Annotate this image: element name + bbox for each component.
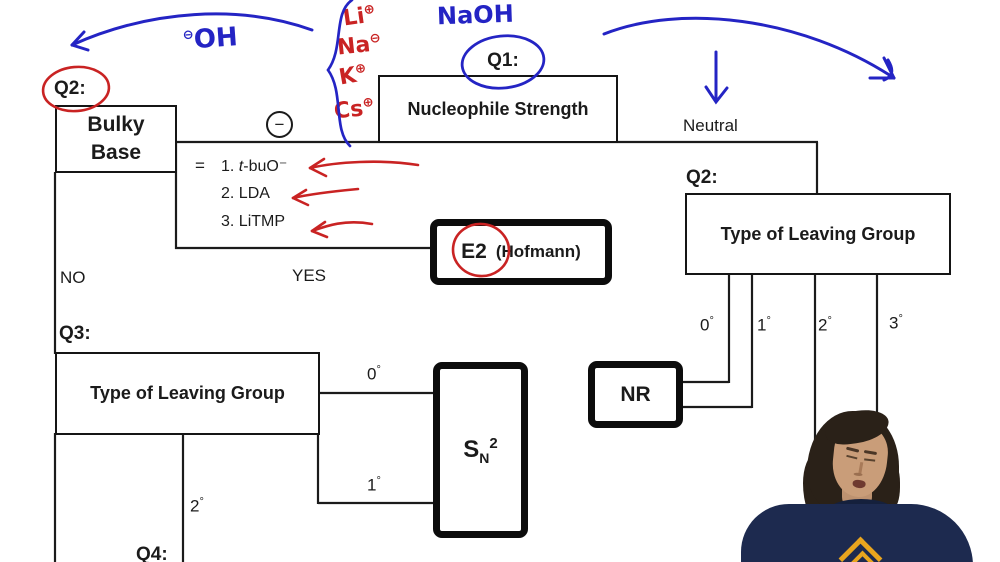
- degree-right-0: 0°: [700, 315, 714, 335]
- nucleophile-strength-text: Nucleophile Strength: [407, 98, 589, 119]
- degree-left-0: 0°: [367, 364, 381, 384]
- presenter-nose-shadow: [853, 472, 863, 477]
- webcam-presenter: [735, 403, 1000, 562]
- base-list-item-2: 2. LDA: [221, 185, 270, 202]
- presenter-eye-right: [864, 458, 876, 462]
- red-arrow-2: [291, 187, 360, 200]
- leaving-group-right-text: Type of Leaving Group: [720, 223, 916, 244]
- no-branch-label: NO: [60, 268, 86, 287]
- leaving-group-box-right: Type of Leaving Group: [685, 193, 951, 275]
- base-list-item-1: 1. t-buO⁻: [221, 158, 288, 175]
- degree-left-1: 1°: [367, 475, 381, 495]
- negative-charge-badge: −: [266, 111, 293, 138]
- nucleophile-strength-box: Nucleophile Strength: [378, 75, 618, 143]
- presenter-brow-left: [845, 446, 860, 453]
- bulky-base-line1: Bulky: [87, 112, 145, 136]
- neutral-branch-label: Neutral: [683, 116, 738, 135]
- presenter-brow-right: [863, 449, 878, 456]
- base-list-item-3: 3. LiTMP: [221, 213, 286, 230]
- equals-sign: =: [195, 156, 205, 175]
- e2-hofmann-box: E2 (Hofmann): [430, 219, 612, 285]
- degree-right-1: 1°: [757, 315, 771, 335]
- degree-left-2: 2°: [190, 496, 204, 516]
- q2-left-label: Q2:: [54, 78, 86, 99]
- q1-label: Q1:: [487, 50, 519, 71]
- sn2-box: SN2: [433, 362, 528, 538]
- leaving-group-box-left: Type of Leaving Group: [55, 352, 320, 435]
- leaving-group-left-text: Type of Leaving Group: [90, 383, 285, 403]
- hydroxide-annotation: ⊖OH: [182, 22, 239, 56]
- degree-right-3: 3°: [889, 313, 903, 333]
- yes-branch-label: YES: [292, 266, 327, 285]
- e2-text: E2: [461, 240, 487, 263]
- cation-na: Na⊖: [335, 30, 382, 61]
- sn2-text: SN2: [463, 434, 498, 466]
- bulky-base-box: Bulky Base: [55, 105, 177, 173]
- right-curved-arrow: [602, 16, 896, 80]
- q2-right-label: Q2:: [686, 167, 718, 188]
- hofmann-text: (Hofmann): [495, 242, 581, 261]
- presenter-mouth: [852, 479, 866, 489]
- nr-text: NR: [620, 382, 651, 406]
- cation-li: Li⊕: [341, 1, 376, 32]
- cation-cs: Cs⊕: [332, 94, 375, 125]
- presenter-shirt: [741, 504, 973, 562]
- red-arrow-3: [310, 220, 374, 233]
- bulky-base-text: Bulky Base: [87, 111, 144, 168]
- presenter-eye-left: [846, 454, 858, 460]
- bulky-base-line2: Base: [90, 141, 142, 164]
- red-arrow-1: [308, 160, 420, 170]
- cation-k: K⊕: [337, 60, 368, 91]
- q4-label: Q4:: [136, 544, 168, 562]
- q3-label: Q3:: [59, 323, 91, 344]
- nr-box: NR: [588, 361, 683, 428]
- minus-sign: −: [274, 114, 285, 134]
- naoh-annotation: NaOH: [436, 0, 515, 31]
- degree-right-2: 2°: [818, 315, 832, 335]
